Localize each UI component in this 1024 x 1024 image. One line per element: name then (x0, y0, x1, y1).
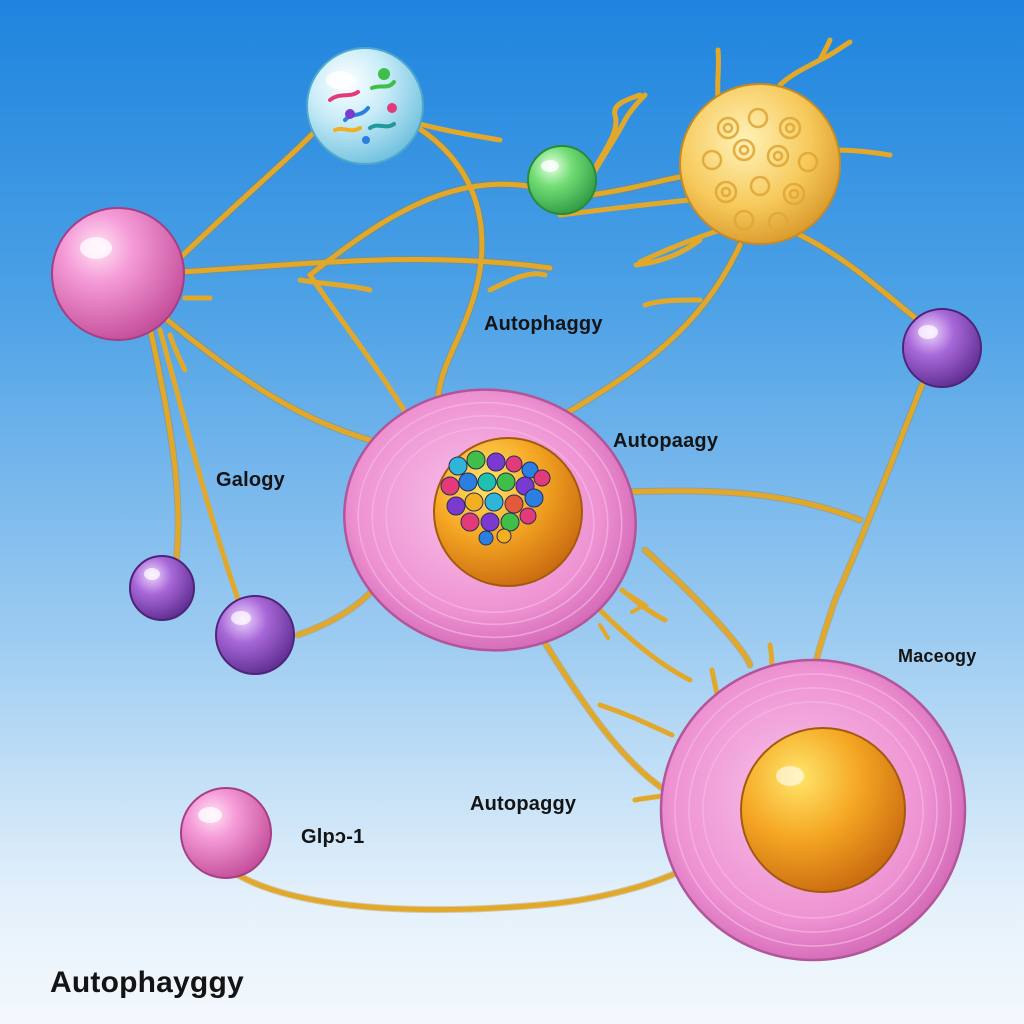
label-glp1: Glpɔ-1 (301, 826, 365, 848)
purple-vesicle-right (902, 308, 982, 388)
arrow-markers (598, 593, 649, 640)
purple-vesicle-left-2 (215, 595, 295, 675)
large-cell-nucleus (740, 727, 906, 893)
fiber-cell-to-cell2 (537, 632, 668, 793)
fiber-pink-to-blue (177, 112, 333, 261)
fiber-cell-to-yellow (552, 242, 743, 423)
purple-vesicle-left-1 (129, 555, 195, 621)
pink-vesicle-bottom (180, 787, 272, 879)
blue-vesicle-top (306, 47, 424, 165)
fiber-blue-to-cell (402, 117, 485, 403)
yellow-cell-top (679, 83, 841, 245)
connector-fibers (146, 37, 926, 914)
fiber-yellow-to-purple (797, 232, 921, 323)
fiber-purple-to-cell2 (812, 382, 925, 673)
fiber-pink-to-cell (162, 315, 373, 443)
label-galogy: Galogy (216, 469, 285, 491)
pink-vesicle-left (51, 207, 185, 341)
central-cell (343, 388, 637, 652)
green-vesicle (527, 145, 597, 215)
label-autopaagy: Autopaagy (613, 430, 719, 452)
fiber-pink-small-to-cell2 (235, 857, 703, 913)
label-maceogy: Maceogy (898, 646, 977, 666)
label-autophaggy-top: Autophaggy (484, 313, 603, 335)
fiber-pink-to-purple (147, 325, 181, 573)
label-autopaggy: Autopaggy (470, 793, 577, 815)
fiber-green-to-yellow (587, 172, 693, 198)
fiber-pink-to-right (177, 256, 553, 275)
organelle-cluster (440, 450, 551, 546)
footer-title: Autophayggy (50, 966, 244, 999)
large-cell-bottom-right (659, 658, 967, 962)
